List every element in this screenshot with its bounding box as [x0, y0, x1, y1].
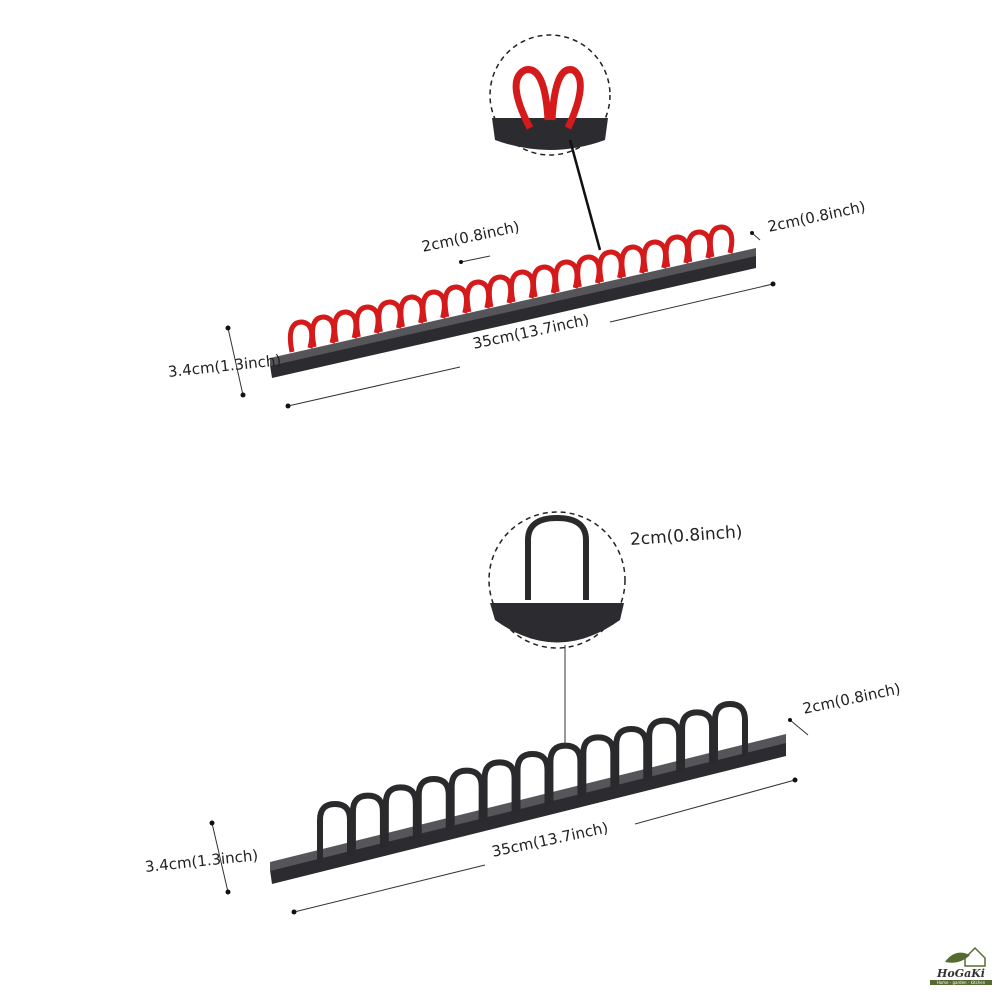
- black-loop: [317, 800, 353, 862]
- black-loop: [382, 784, 419, 846]
- black-loop: [613, 725, 650, 787]
- bottom-loops: [317, 700, 748, 862]
- red-loop: [398, 294, 425, 328]
- red-loop: [508, 269, 536, 303]
- red-loop: [332, 309, 359, 343]
- bottom-rack: [209, 511, 809, 915]
- red-loop: [553, 259, 580, 293]
- red-loop: [685, 229, 713, 263]
- red-loop: [354, 304, 381, 338]
- red-loop: [464, 279, 492, 313]
- top-loops: [287, 224, 735, 353]
- black-loop: [514, 750, 551, 812]
- black-loop: [646, 717, 683, 779]
- logo-name: HoGaKi: [937, 967, 985, 980]
- red-loop: [597, 249, 624, 283]
- red-loop: [619, 244, 646, 278]
- red-loop: [376, 299, 403, 333]
- top-rail: [270, 255, 756, 378]
- red-loop: [531, 264, 558, 298]
- black-loop: [481, 759, 518, 821]
- red-loop: [663, 234, 691, 268]
- hogaki-logo-mark: [945, 946, 986, 967]
- red-loop: [309, 314, 337, 348]
- top-callout-line: [568, 139, 602, 251]
- black-loop: [547, 742, 584, 804]
- black-loop: [580, 734, 617, 796]
- black-loop: [448, 767, 485, 829]
- top-rack: [225, 34, 776, 409]
- logo-tagline: Home - garden - kitchen: [930, 980, 992, 985]
- bottom-rail: [270, 742, 786, 884]
- red-loop: [287, 319, 315, 353]
- red-loop: [641, 239, 668, 273]
- red-loop: [420, 289, 447, 323]
- black-loop: [349, 792, 386, 854]
- black-loop: [415, 775, 452, 837]
- hogaki-logo: HoGaKi Home - garden - kitchen: [930, 945, 992, 985]
- red-loop: [486, 274, 514, 308]
- black-loop: [679, 709, 716, 771]
- red-loop: [575, 254, 602, 288]
- red-loop: [707, 224, 735, 258]
- red-loop: [442, 284, 469, 318]
- black-loop: [712, 700, 748, 762]
